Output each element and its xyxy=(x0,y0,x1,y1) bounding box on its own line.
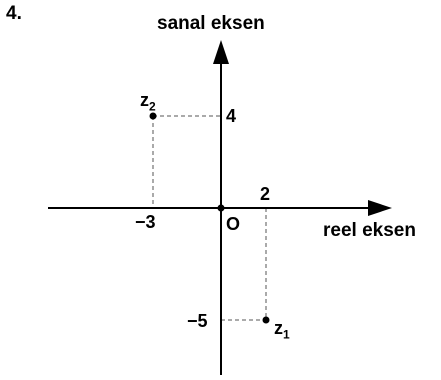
point-label-z2: z2 xyxy=(140,91,156,113)
point-label-z1-subscript: 1 xyxy=(283,327,290,342)
point-label-z2-base: z xyxy=(140,90,149,110)
real-axis-label: reel eksen xyxy=(323,220,416,241)
tick-label-y-negative: −5 xyxy=(187,311,208,331)
point-label-z2-subscript: 2 xyxy=(149,99,156,114)
real-axis-arrowhead xyxy=(368,200,392,216)
point-label-z1-base: z xyxy=(274,318,283,338)
question-number: 4. xyxy=(6,3,22,24)
tick-label-x-positive: 2 xyxy=(260,184,271,204)
point-z1 xyxy=(262,316,270,324)
point-label-z1: z1 xyxy=(274,319,290,341)
tick-label-x-negative: −3 xyxy=(135,212,156,232)
tick-label-y-positive: 4 xyxy=(226,106,237,126)
imaginary-axis-arrowhead xyxy=(213,40,229,64)
origin-label: O xyxy=(226,214,241,234)
point-z2 xyxy=(149,112,157,120)
origin-point xyxy=(217,204,225,212)
imaginary-axis-label: sanal eksen xyxy=(157,13,265,34)
